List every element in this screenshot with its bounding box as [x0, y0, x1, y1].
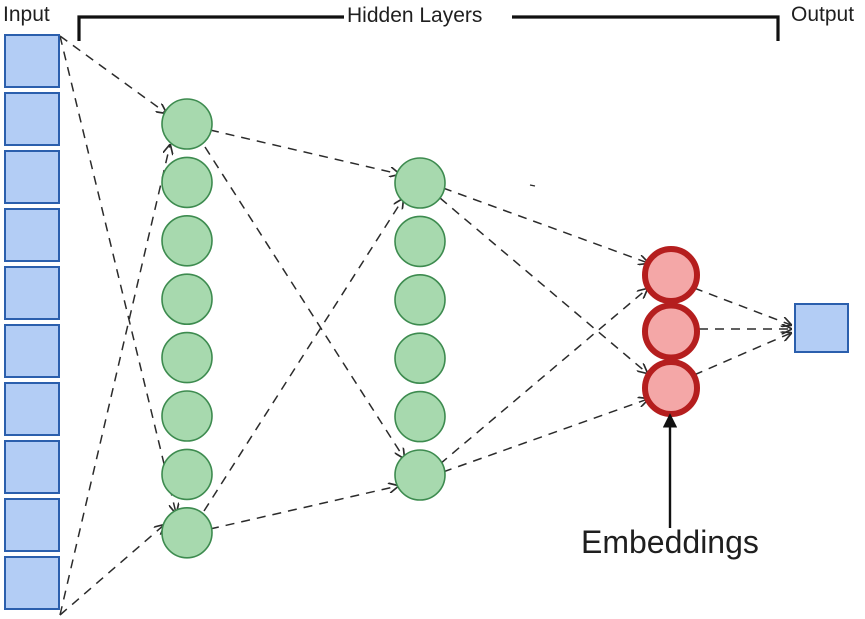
hidden-layers-bracket — [77, 15, 780, 41]
edge-hidden1-0-to-hidden2-5 — [204, 146, 404, 458]
input-layer-node-7 — [4, 440, 60, 494]
edge-hidden2-0-to-embedding-2 — [439, 197, 647, 373]
edge-hidden2-0-to-embedding-0 — [442, 187, 648, 263]
input-layer-node-0 — [4, 34, 60, 88]
hidden-layer-1-node-2 — [161, 215, 213, 267]
embedding-nodes — [642, 246, 700, 417]
edge-input-9-corner-to-hidden1-7 — [59, 525, 164, 616]
edge-input-0-corner-to-hidden1-0 — [59, 35, 166, 113]
hidden-layer-1-node-1 — [161, 156, 213, 209]
connection-edges — [59, 35, 791, 616]
hidden-layer-2-node-0 — [394, 157, 446, 209]
edge-embedding-0-to-output-0 — [693, 287, 791, 325]
input-layer-node-2 — [4, 150, 60, 204]
input-nodes — [4, 34, 60, 610]
edge-hidden2-5-to-embedding-2 — [442, 399, 648, 473]
output-nodes — [794, 303, 849, 353]
embedding-layer-node-0 — [642, 246, 700, 304]
hidden-layer-1-node-6 — [161, 448, 213, 501]
embedding-layer-node-2 — [642, 359, 700, 417]
hidden-layer-1-node-0 — [161, 98, 213, 150]
input-layer-node-6 — [4, 382, 60, 436]
stray-mark — [529, 184, 536, 187]
hidden-layers-label: Hidden Layers — [347, 4, 483, 27]
output-layer-node-0 — [794, 303, 849, 353]
input-layer-node-3 — [4, 208, 60, 262]
edge-hidden1-7-to-hidden2-5 — [209, 486, 398, 530]
hidden-layer-1-node-5 — [161, 390, 213, 442]
input-layer-label: Input — [3, 3, 50, 26]
hidden-layer-2-node-3 — [394, 332, 446, 385]
hidden-layer-2-node-2 — [394, 273, 446, 326]
embeddings-label: Embeddings — [581, 524, 759, 560]
hidden-layer-2-node-4 — [394, 390, 446, 443]
hidden-layer-1-node-4 — [161, 331, 213, 384]
edge-embedding-2-to-output-0 — [693, 333, 791, 376]
embedding-layer-node-1 — [642, 302, 700, 361]
edge-hidden1-7-to-hidden2-0 — [203, 199, 403, 512]
hidden-layer-1-node-7 — [161, 506, 213, 559]
input-layer-node-9 — [4, 556, 60, 610]
edge-input-9-corner-to-hidden1-0 — [59, 145, 170, 616]
hidden-layer-2-node-1 — [394, 215, 446, 268]
stray-mark-line — [529, 184, 536, 187]
hidden-layer-1-node-3 — [161, 273, 213, 326]
edge-input-0-corner-to-hidden1-7 — [59, 35, 176, 513]
input-layer-node-8 — [4, 498, 60, 552]
hidden-layer-2-node-5 — [394, 449, 446, 501]
edge-hidden1-0-to-hidden2-0 — [209, 129, 399, 174]
edge-hidden2-5-to-embedding-0 — [439, 289, 647, 465]
output-layer-label: Output — [791, 3, 855, 26]
hidden-layer-1-nodes — [161, 98, 213, 559]
input-layer-node-4 — [4, 266, 60, 320]
input-layer-node-1 — [4, 92, 60, 146]
input-layer-node-5 — [4, 324, 60, 378]
hidden-layer-2-nodes — [394, 157, 446, 501]
